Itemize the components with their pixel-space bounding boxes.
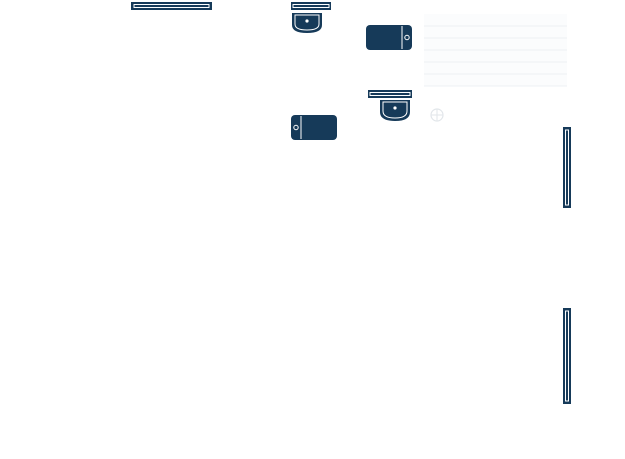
faint-table — [424, 14, 567, 87]
wall-bar-top-left — [131, 2, 212, 10]
wall-bar-right-lower — [563, 308, 571, 404]
toilet-center-left — [291, 115, 337, 140]
sink-right — [368, 90, 412, 121]
sink-top-center — [291, 2, 331, 33]
toilet-top-right — [366, 25, 412, 50]
faint-compass-icon — [430, 108, 444, 122]
wall-bar-right-upper — [563, 127, 571, 208]
